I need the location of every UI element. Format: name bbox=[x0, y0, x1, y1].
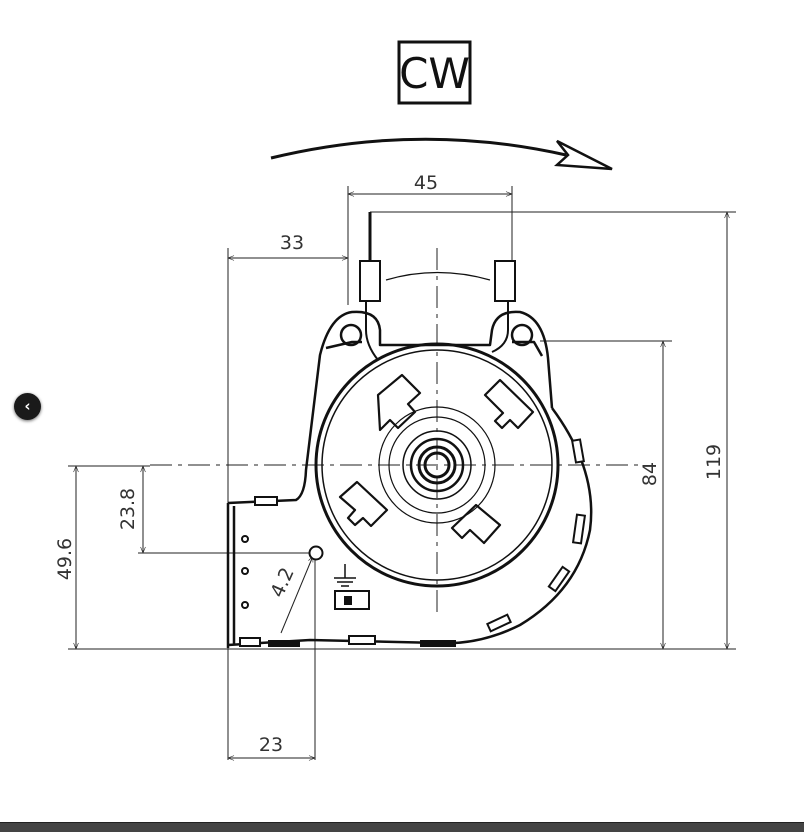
chevron-left-icon: ‹ bbox=[24, 397, 31, 415]
dim-height-total: 119 bbox=[703, 444, 725, 480]
terminals bbox=[359, 212, 516, 361]
housing-clips bbox=[239, 438, 587, 647]
dim-hole-diameter: 4.2 bbox=[266, 564, 298, 601]
dim-outlet-height: 49.6 bbox=[54, 538, 76, 580]
motor-assembly bbox=[314, 342, 560, 588]
bottom-bar bbox=[0, 822, 804, 832]
dimension-labels: 45 33 119 84 49.6 23.8 4.2 23 bbox=[54, 172, 725, 756]
cw-text: CW bbox=[399, 49, 470, 98]
previous-image-button[interactable]: ‹ bbox=[14, 393, 41, 420]
outlet-rivets bbox=[241, 535, 249, 609]
dim-outlet-width: 23 bbox=[259, 734, 283, 756]
dim-outlet-center: 23.8 bbox=[117, 488, 139, 530]
dim-offset-left: 33 bbox=[280, 232, 304, 254]
earth-terminal bbox=[334, 590, 370, 610]
housing-tabs bbox=[268, 640, 456, 647]
motor-vents bbox=[338, 373, 535, 545]
dim-height-mid: 84 bbox=[639, 462, 661, 486]
blower-housing bbox=[226, 310, 593, 648]
rotation-direction-label: CW bbox=[397, 40, 472, 105]
rotation-arrow-icon bbox=[270, 137, 613, 171]
dim-width-top: 45 bbox=[414, 172, 438, 194]
ground-icon bbox=[334, 564, 356, 587]
extension-lines bbox=[68, 186, 736, 760]
dimension-lines bbox=[73, 191, 730, 761]
mounting-hole bbox=[308, 545, 324, 561]
